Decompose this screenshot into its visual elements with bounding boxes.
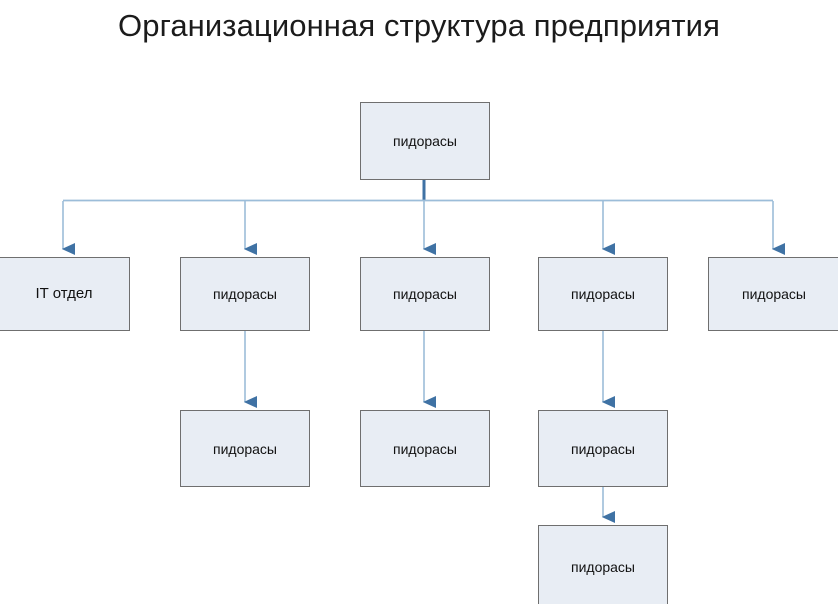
org-node-row3-2[interactable]: пидорасы	[360, 410, 490, 487]
org-node-label: пидорасы	[571, 286, 635, 302]
org-node-row2-5[interactable]: пидорасы	[708, 257, 838, 331]
org-node-label: пидорасы	[213, 286, 277, 302]
org-node-root[interactable]: пидорасы	[360, 102, 490, 180]
org-node-row2-4[interactable]: пидорасы	[538, 257, 668, 331]
org-node-label: пидорасы	[393, 286, 457, 302]
org-node-row4-1[interactable]: пидорасы	[538, 525, 668, 604]
org-node-label: пидорасы	[393, 133, 457, 149]
org-node-row2-3[interactable]: пидорасы	[360, 257, 490, 331]
org-node-row3-3[interactable]: пидорасы	[538, 410, 668, 487]
org-node-row3-1[interactable]: пидорасы	[180, 410, 310, 487]
org-node-it-otdel[interactable]: IT отдел	[0, 257, 130, 331]
org-node-label: пидорасы	[213, 440, 277, 457]
org-node-row2-2[interactable]: пидорасы	[180, 257, 310, 331]
page-title: Организационная структура предприятия	[118, 8, 720, 43]
org-node-label: пидорасы	[571, 559, 635, 575]
org-node-label: пидорасы	[571, 440, 635, 457]
org-node-label: IT отдел	[35, 285, 93, 302]
org-node-label: пидорасы	[742, 286, 806, 302]
org-node-label: пидорасы	[393, 440, 457, 457]
